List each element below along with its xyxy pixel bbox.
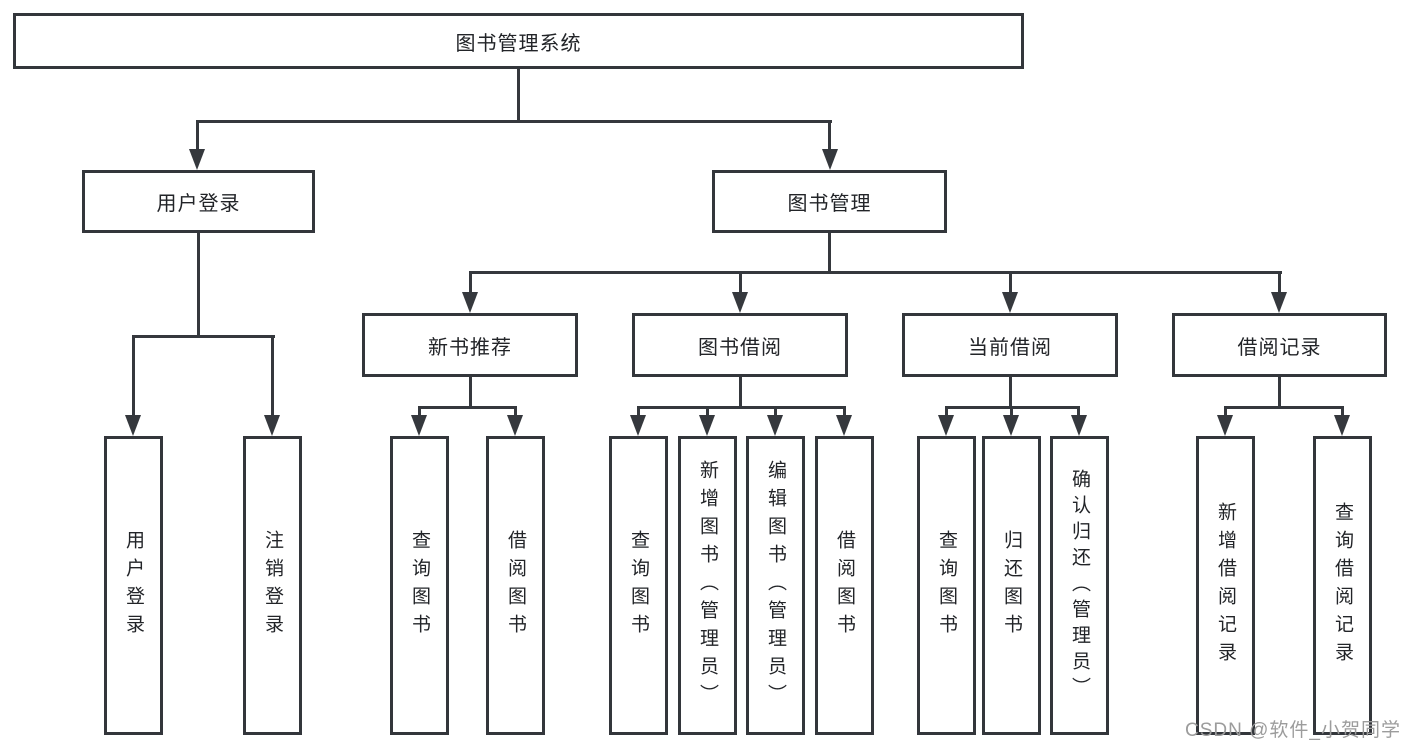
- arrowhead-g3-1: [699, 415, 715, 436]
- leaf-logout-label: 注销登录: [262, 529, 283, 642]
- arrowhead-g4-2: [1071, 415, 1087, 436]
- connector-newbook-stub: [469, 377, 472, 409]
- arrowhead-g2-0: [411, 415, 427, 436]
- leaf-add-borrow-record: 新增借阅记录: [1196, 436, 1255, 735]
- node-root: 图书管理系统: [13, 13, 1024, 69]
- csdn-watermark: CSDN @软件_小贺同学: [1185, 720, 1401, 741]
- arrowhead-borrow-records: [1271, 292, 1287, 313]
- leaf-user-login-label: 用户登录: [123, 529, 144, 642]
- connector-drop-g4-0: [945, 406, 948, 416]
- node-new-book-recommend: 新书推荐: [362, 313, 578, 377]
- leaf-confirm-return-admin: 确认归还（管理员）: [1050, 436, 1109, 735]
- node-user-login: 用户登录: [82, 170, 315, 233]
- connector-bookborrow-stub: [739, 377, 742, 409]
- arrowhead-g4-1: [1003, 415, 1019, 436]
- connector-drop-g4-2: [1077, 406, 1080, 416]
- leaf-query-borrow-record-label: 查询借阅记录: [1332, 501, 1353, 670]
- connector-drop-g3-2: [774, 406, 777, 416]
- leaf-query-books-1: 查询图书: [390, 436, 449, 735]
- leaf-query-borrow-record: 查询借阅记录: [1313, 436, 1372, 735]
- leaf-return-books: 归还图书: [982, 436, 1041, 735]
- connector-drop-g2-0: [418, 406, 421, 416]
- leaf-add-borrow-record-label: 新增借阅记录: [1215, 501, 1236, 670]
- arrowhead-g5-1: [1334, 415, 1350, 436]
- arrowhead-book-management: [822, 149, 838, 170]
- leaf-edit-books-admin-label: 编辑图书（管理员）: [765, 459, 786, 712]
- connector-drop-leaf-login: [132, 335, 135, 415]
- arrowhead-book-borrow: [732, 292, 748, 313]
- leaf-add-books-admin: 新增图书（管理员）: [678, 436, 737, 735]
- node-book-management-label: 图书管理: [787, 193, 872, 215]
- arrowhead-current-borrow: [1002, 292, 1018, 313]
- connector-drop-g5-1: [1341, 406, 1344, 416]
- arrowhead-new-book: [462, 292, 478, 313]
- connector-bookborrow-hline: [637, 406, 846, 409]
- connector-drop-book-borrow: [739, 271, 742, 293]
- connector-drop-new-book: [469, 271, 472, 293]
- leaf-confirm-return-admin-label: 确认归还（管理员）: [1069, 468, 1090, 703]
- leaf-borrow-books-1-label: 借阅图书: [505, 529, 526, 642]
- node-borrow-records: 借阅记录: [1172, 313, 1387, 377]
- arrowhead-g3-0: [630, 415, 646, 436]
- connector-drop-g5-0: [1224, 406, 1227, 416]
- arrowhead-leaf-logout: [264, 415, 280, 436]
- arrowhead-leaf-login: [125, 415, 141, 436]
- leaf-return-books-label: 归还图书: [1001, 529, 1022, 642]
- arrowhead-g4-0: [938, 415, 954, 436]
- arrowhead-g5-0: [1217, 415, 1233, 436]
- arrowhead-g3-3: [836, 415, 852, 436]
- leaf-query-books-1-label: 查询图书: [409, 529, 430, 642]
- arrowhead-g3-2: [767, 415, 783, 436]
- leaf-query-books-2-label: 查询图书: [628, 529, 649, 642]
- node-current-borrow-label: 当前借阅: [968, 336, 1052, 359]
- connector-drop-g2-1: [514, 406, 517, 416]
- leaf-query-books-3: 查询图书: [917, 436, 976, 735]
- node-user-login-label: 用户登录: [156, 193, 241, 215]
- connector-bookmgmt-hline: [469, 271, 1282, 274]
- connector-drop-g3-3: [843, 406, 846, 416]
- connector-drop-user-login: [196, 120, 199, 150]
- leaf-add-books-admin-label: 新增图书（管理员）: [697, 459, 718, 712]
- node-book-borrow-label: 图书借阅: [698, 336, 782, 359]
- connector-drop-book-management: [828, 120, 831, 150]
- arrowhead-g2-1: [507, 415, 523, 436]
- connector-root-stub: [517, 69, 520, 123]
- node-book-management: 图书管理: [712, 170, 947, 233]
- node-current-borrow: 当前借阅: [902, 313, 1118, 377]
- leaf-borrow-books-2: 借阅图书: [815, 436, 874, 735]
- node-book-borrow: 图书借阅: [632, 313, 848, 377]
- leaf-borrow-books-2-label: 借阅图书: [834, 529, 855, 642]
- connector-userlogin-hline: [132, 335, 275, 338]
- connector-userlogin-stub: [197, 233, 200, 338]
- node-root-label: 图书管理系统: [455, 32, 582, 55]
- leaf-borrow-books-1: 借阅图书: [486, 436, 545, 735]
- leaf-query-books-2: 查询图书: [609, 436, 668, 735]
- connector-drop-g4-1: [1010, 406, 1013, 416]
- connector-borrowrecords-stub: [1278, 377, 1281, 409]
- connector-root-hline: [196, 120, 832, 123]
- connector-borrowrecords-hline: [1224, 406, 1343, 409]
- connector-bookmgmt-stub: [828, 233, 831, 274]
- arrowhead-user-login: [189, 149, 205, 170]
- connector-newbook-hline: [418, 406, 517, 409]
- connector-drop-g3-0: [637, 406, 640, 416]
- leaf-logout: 注销登录: [243, 436, 302, 735]
- node-borrow-records-label: 借阅记录: [1237, 336, 1322, 359]
- leaf-query-books-3-label: 查询图书: [936, 529, 957, 642]
- leaf-user-login: 用户登录: [104, 436, 163, 735]
- connector-drop-borrow-records: [1278, 271, 1281, 293]
- connector-drop-g3-1: [706, 406, 709, 416]
- connector-drop-current-borrow: [1009, 271, 1012, 293]
- leaf-edit-books-admin: 编辑图书（管理员）: [746, 436, 805, 735]
- connector-drop-leaf-logout: [271, 335, 274, 415]
- connector-currentborrow-stub: [1009, 377, 1012, 409]
- node-new-book-recommend-label: 新书推荐: [428, 336, 512, 359]
